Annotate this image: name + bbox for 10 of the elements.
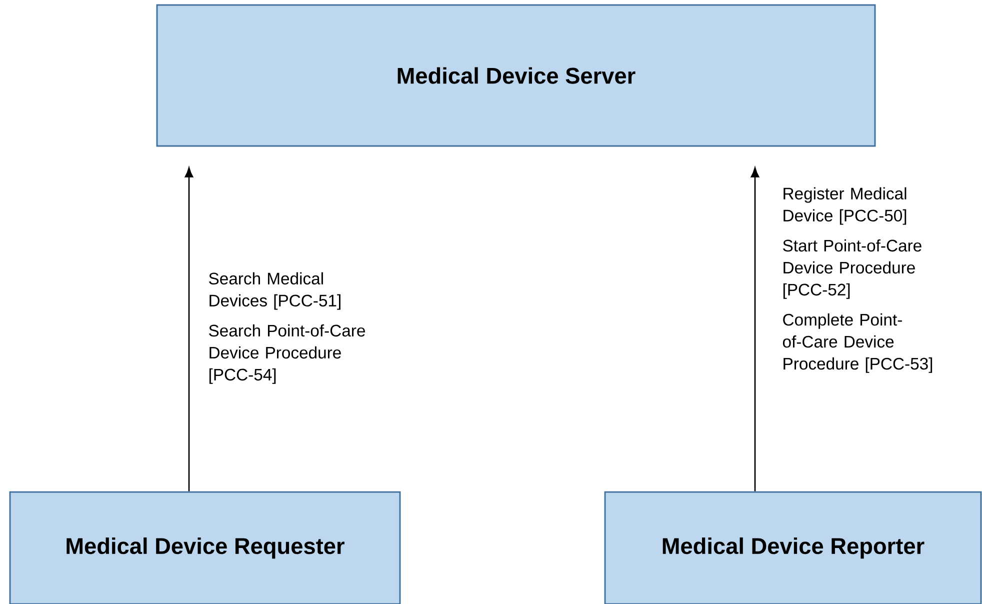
transaction-label: Complete Point-of-Care Device Procedure [PCC-53]	[782, 313, 932, 373]
transaction-label: Search Point-of-Care Device Procedure [PCC-54]	[209, 324, 365, 384]
component-box: Medical Device Reporter	[604, 491, 982, 604]
component-box: Medical Device Server	[156, 4, 876, 147]
edge-label: Search Medical Devices [PCC-51]	[209, 272, 340, 310]
arrow	[184, 167, 194, 492]
transaction-label: Start Point-of-Care Device Procedure [PCC-52]	[783, 239, 922, 299]
component-box: Medical Device Requester	[9, 491, 401, 604]
arrow	[750, 167, 760, 492]
edge-label: Register Medical Device [PCC-50]	[784, 187, 906, 225]
